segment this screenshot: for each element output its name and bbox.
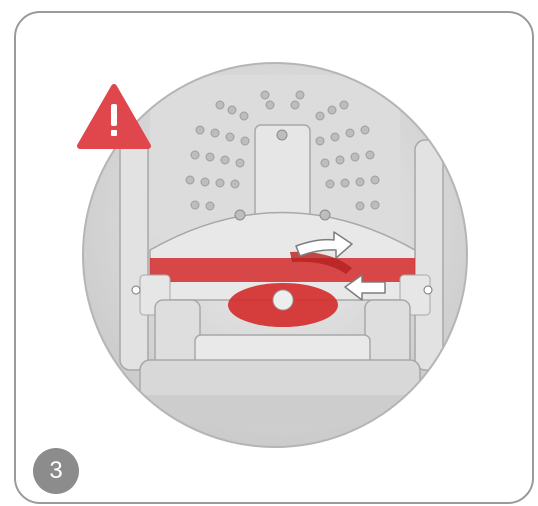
strap-highlight — [150, 258, 415, 282]
step-number-badge: 3 — [33, 448, 79, 494]
detail-circle — [80, 60, 480, 460]
warning-triangle-icon — [80, 87, 148, 146]
